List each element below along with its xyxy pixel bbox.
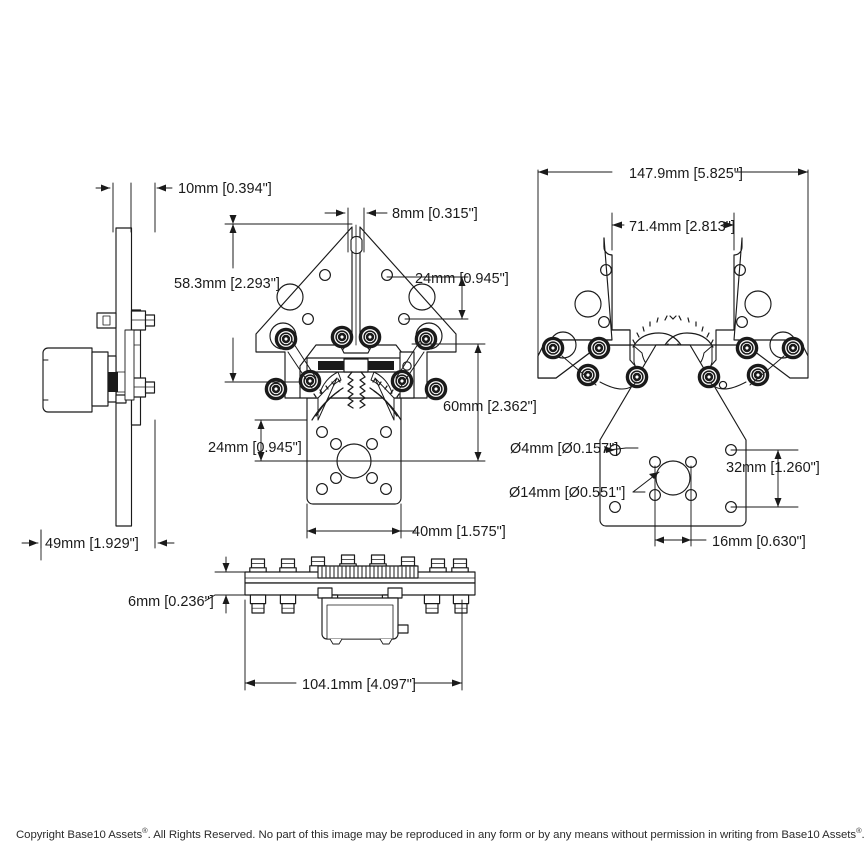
dimension-label-58-3mm: 58.3mm [2.293"] xyxy=(174,276,280,292)
dimension-71-4mm xyxy=(611,212,735,251)
dimension-147-9mm xyxy=(537,168,809,359)
dimension-40mm xyxy=(306,503,417,539)
dimension-label-8mm: 8mm [0.315"] xyxy=(392,206,478,222)
dimension-label-32mm: 32mm [1.260"] xyxy=(726,460,820,476)
dimension-label-40mm: 40mm [1.575"] xyxy=(412,524,506,540)
copyright-notice: Copyright Base10 Assets®. All Rights Res… xyxy=(16,826,865,841)
dimension-label-dia-4mm: Ø4mm [Ø0.157"] xyxy=(510,441,618,457)
dimension-label-104-1mm: 104.1mm [4.097"] xyxy=(302,677,416,693)
dimension-8mm xyxy=(324,207,388,253)
dimension-label-6mm: 6mm [0.236"] xyxy=(128,594,214,610)
dimension-label-dia-14mm: Ø14mm [Ø0.551"] xyxy=(509,485,625,501)
dimension-label-49mm: 49mm [1.929"] xyxy=(45,536,139,552)
copyright-text-part2: . All Rights Reserved. No part of this i… xyxy=(147,828,857,841)
copyright-text-part1: Copyright Base10 Assets xyxy=(16,828,143,841)
dimension-label-147-9mm: 147.9mm [5.825"] xyxy=(629,166,743,182)
dimension-label-24mm-top: 24mm [0.945"] xyxy=(415,271,509,287)
dimension-16mm xyxy=(654,465,707,547)
dimension-label-10mm: 10mm [0.394"] xyxy=(178,181,272,197)
top-view-geometry xyxy=(244,554,476,645)
dimension-32mm xyxy=(730,449,799,508)
front-view-closed-geometry xyxy=(255,224,457,505)
dimension-24mm-bottom xyxy=(254,419,401,462)
dimension-label-60mm: 60mm [2.362"] xyxy=(443,399,537,415)
front-view-open-geometry xyxy=(537,237,809,527)
dimension-label-24mm-bottom: 24mm [0.945"] xyxy=(208,440,302,456)
dimension-49mm xyxy=(21,419,175,561)
dimension-24mm-top xyxy=(386,276,469,320)
dimension-label-71-4mm: 71.4mm [2.813"] xyxy=(629,219,735,235)
registered-mark-icon-2: ® xyxy=(856,826,862,835)
dimension-10mm xyxy=(95,182,173,233)
dimension-60mm xyxy=(399,343,486,462)
dimension-label-16mm: 16mm [0.630"] xyxy=(712,534,806,550)
side-view-geometry xyxy=(42,227,156,527)
dimension-104-1mm xyxy=(244,599,463,691)
dimension-text-layer: 10mm [0.394"] 49mm [1.929"] 8mm [0.315"]… xyxy=(45,166,820,693)
registered-mark-icon: ® xyxy=(142,826,148,835)
dimension-58-3mm xyxy=(224,215,353,383)
dimension-6mm xyxy=(204,556,248,614)
copyright-text-part3: . xyxy=(861,828,865,841)
leader-dia-4mm xyxy=(604,446,639,453)
